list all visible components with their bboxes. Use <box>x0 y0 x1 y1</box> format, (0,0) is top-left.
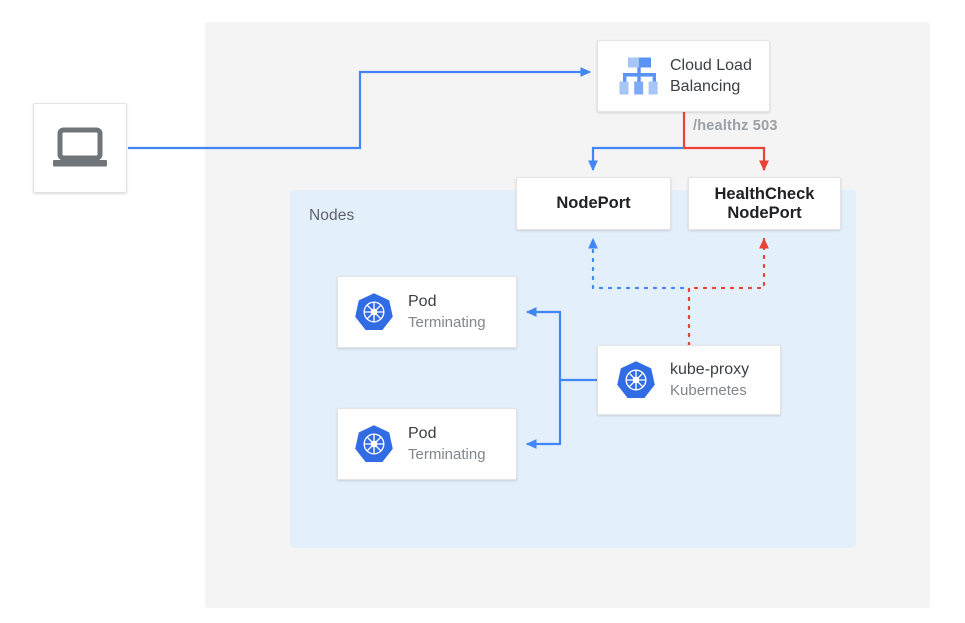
healthcheck-nodeport-label-line2: NodePort <box>727 203 802 222</box>
client-device-card[interactable] <box>33 103 127 193</box>
pod-card-2[interactable]: Pod Terminating <box>337 408 517 480</box>
laptop-icon <box>51 126 109 170</box>
cloud-load-balancing-title-line1: Cloud Load <box>670 57 752 74</box>
kube-proxy-card[interactable]: kube-proxy Kubernetes <box>597 345 781 415</box>
edge-kubeproxy-to-nodeport-dotted <box>587 237 691 347</box>
kube-proxy-title: kube-proxy <box>670 361 750 378</box>
cloud-load-balancing-card[interactable]: Cloud Load Balancing <box>597 40 770 112</box>
kubernetes-icon <box>346 424 402 464</box>
pod-title-1: Pod <box>408 293 437 310</box>
pod-card-1[interactable]: Pod Terminating <box>337 276 517 348</box>
kubernetes-icon <box>608 360 664 400</box>
nodes-panel-label: Nodes <box>309 207 355 224</box>
healthz-edge-label: /healthz 503 <box>693 118 778 134</box>
pod-status-2: Terminating <box>408 446 486 463</box>
cloud-load-balancing-title-line2: Balancing <box>670 78 741 95</box>
healthcheck-nodeport-card[interactable]: HealthCheck NodePort <box>688 177 841 230</box>
kubernetes-icon <box>346 292 402 332</box>
edge-loadbalancer-to-healthcheck-nodeport <box>684 146 770 172</box>
edge-kubeproxy-to-healthcheck-nodeport-dotted <box>687 237 770 347</box>
healthcheck-nodeport-label-line1: HealthCheck <box>714 184 815 203</box>
edge-kubeproxy-to-pods <box>525 306 597 382</box>
pod-title-2: Pod <box>408 425 437 442</box>
cloud-load-balancing-icon <box>606 56 668 96</box>
edge-kubeproxy-to-pod-2 <box>525 380 562 450</box>
nodeport-label: NodePort <box>556 194 631 212</box>
edge-loadbalancer-to-nodeport <box>587 146 684 172</box>
pod-status-1: Terminating <box>408 314 486 331</box>
edge-client-to-loadbalancer <box>128 66 592 150</box>
kube-proxy-subtitle: Kubernetes <box>670 382 747 399</box>
nodeport-card[interactable]: NodePort <box>516 177 671 230</box>
